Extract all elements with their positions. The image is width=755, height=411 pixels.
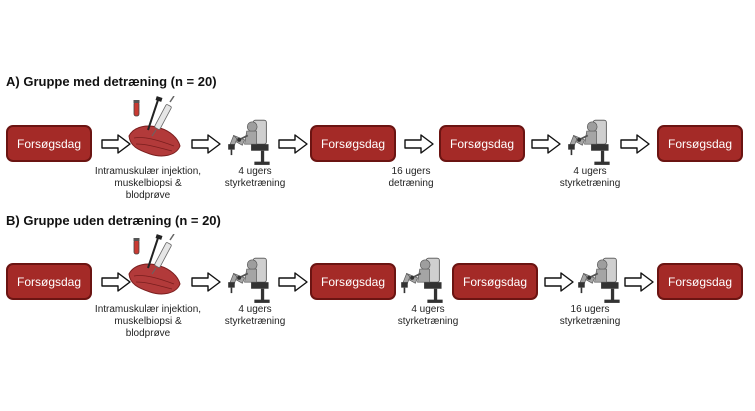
caption-training: 4 ugers styrketræning	[210, 166, 300, 190]
caption-line: Intramuskulær injektion,	[94, 304, 202, 315]
arrow-icon	[278, 272, 308, 292]
caption-training: 4 ugers styrketræning	[383, 304, 473, 328]
caption-line: styrketræning	[224, 316, 286, 327]
leg-press-exercise-icon	[568, 118, 612, 166]
caption-line: styrketræning	[397, 316, 459, 327]
group-a-title: A) Gruppe med detræning (n = 20)	[6, 74, 217, 89]
arrow-icon	[620, 134, 650, 154]
caption-line: 4 ugers	[238, 304, 272, 315]
caption-line: 4 ugers	[411, 304, 445, 315]
muscle-injection-icon	[126, 234, 182, 306]
caption-line: 16 ugers	[570, 304, 610, 315]
caption-training: 16 ugers styrketræning	[545, 304, 635, 328]
trial-day-box: Forsøgsdag	[657, 263, 743, 300]
caption-injection-biopsy: Intramuskulær injektion, muskelbiopsi & …	[73, 304, 223, 340]
arrow-icon	[544, 272, 574, 292]
caption-line: muskelbiopsi &	[114, 178, 182, 189]
arrow-icon	[531, 134, 561, 154]
caption-line: 4 ugers	[238, 166, 272, 177]
leg-press-exercise-icon	[401, 256, 445, 304]
trial-day-box: Forsøgsdag	[6, 125, 92, 162]
caption-training: 4 ugers styrketræning	[210, 304, 300, 328]
trial-day-box: Forsøgsdag	[439, 125, 525, 162]
trial-day-box: Forsøgsdag	[657, 125, 743, 162]
caption-line: blodprøve	[125, 190, 171, 201]
arrow-icon	[278, 134, 308, 154]
trial-day-box: Forsøgsdag	[6, 263, 92, 300]
caption-injection-biopsy: Intramuskulær injektion, muskelbiopsi & …	[73, 166, 223, 202]
caption-line: blodprøve	[125, 328, 171, 339]
caption-line: muskelbiopsi &	[114, 316, 182, 327]
caption-line: Intramuskulær injektion,	[94, 166, 202, 177]
leg-press-exercise-icon	[228, 256, 272, 304]
trial-day-box: Forsøgsdag	[310, 263, 396, 300]
caption-line: 16 ugers	[391, 166, 431, 177]
arrow-icon	[404, 134, 434, 154]
muscle-injection-icon	[126, 96, 182, 168]
arrow-icon	[624, 272, 654, 292]
caption-line: styrketræning	[559, 316, 621, 327]
leg-press-exercise-icon	[578, 256, 622, 304]
leg-press-exercise-icon	[228, 118, 272, 166]
caption-line: 4 ugers	[573, 166, 607, 177]
trial-day-box: Forsøgsdag	[310, 125, 396, 162]
arrow-icon	[191, 134, 221, 154]
caption-training: 4 ugers styrketræning	[545, 166, 635, 190]
caption-detraining: 16 ugers detræning	[366, 166, 456, 190]
arrow-icon	[191, 272, 221, 292]
caption-line: styrketræning	[224, 178, 286, 189]
group-b-title: B) Gruppe uden detræning (n = 20)	[6, 213, 221, 228]
trial-day-box: Forsøgsdag	[452, 263, 538, 300]
caption-line: detræning	[388, 178, 434, 189]
caption-line: styrketræning	[559, 178, 621, 189]
